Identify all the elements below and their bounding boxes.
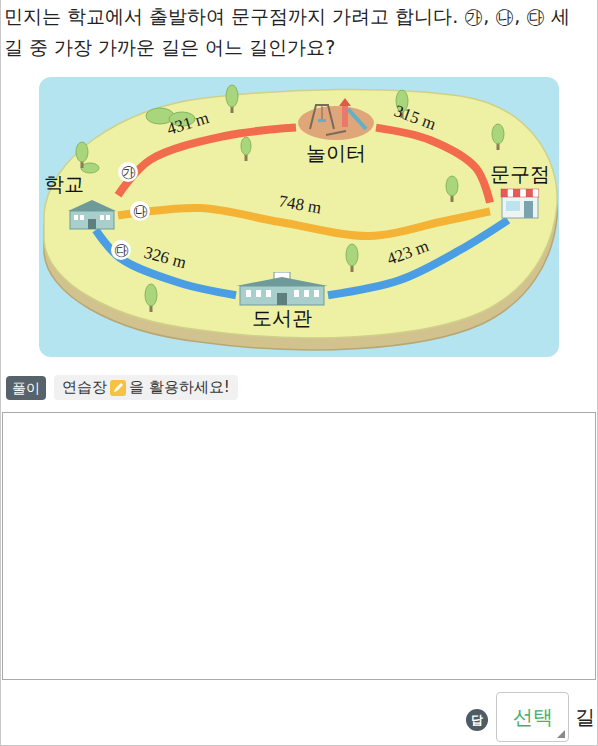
solution-badge: 풀이: [6, 376, 46, 400]
route-path: [328, 220, 508, 295]
place-name: 도서관: [252, 306, 312, 330]
playground-place: 놀이터: [296, 97, 376, 165]
hint-text: 을 활용하세요!: [129, 378, 230, 397]
place-name: 놀이터: [306, 141, 366, 165]
select-text: 선택: [513, 704, 553, 731]
place-name: 문구점: [490, 162, 550, 186]
library-icon: [236, 272, 328, 306]
sea: [39, 77, 559, 357]
store-icon: [499, 186, 541, 220]
route-path: [96, 230, 236, 295]
question-text: 민지는 학교에서 출발하여 문구점까지 가려고 합니다. ㉮, ㉯, ㉰ 세 길…: [4, 1, 594, 63]
hint-text: 연습장: [62, 378, 107, 397]
distance-label: 326 m: [142, 243, 189, 273]
path-mark: ㉮: [118, 162, 138, 182]
route-path: [376, 128, 490, 203]
notepad-hint: 연습장 을 활용하세요!: [54, 375, 238, 400]
badge-text: 풀이: [12, 380, 40, 396]
answer-area: [2, 412, 596, 680]
distance-label: 315 m: [391, 101, 438, 134]
answer-select: 선택: [496, 692, 569, 742]
library-place: 도서관: [236, 272, 328, 330]
store-place: 문구점: [490, 162, 550, 220]
answer-unit: 길: [575, 704, 595, 731]
notepad-icon: [110, 380, 126, 396]
path-mark: ㉰: [111, 240, 131, 260]
dropdown-caret: [556, 729, 565, 738]
place-name: 학교: [44, 172, 84, 196]
island: [44, 89, 557, 337]
route-path: [118, 128, 296, 196]
answer-badge: 답: [466, 709, 488, 731]
playground-icon: [296, 97, 376, 141]
badge-text: 답: [471, 712, 483, 729]
distance-label: 748 m: [277, 191, 323, 218]
distance-label: 423 m: [384, 236, 431, 269]
school-icon: [66, 198, 118, 230]
path-mark: ㉯: [130, 201, 150, 221]
distance-label: 431 m: [165, 108, 212, 140]
school-place: 학교: [44, 172, 118, 230]
trees: [76, 85, 504, 312]
